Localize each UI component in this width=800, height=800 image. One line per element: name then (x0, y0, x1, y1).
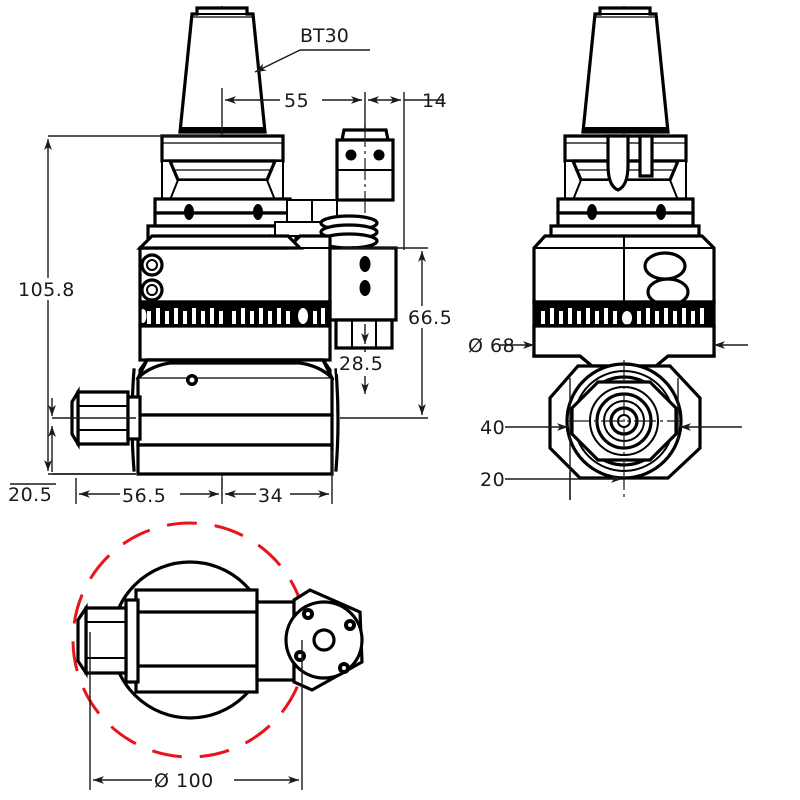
bottom-view-dimensions: Ø 100 (93, 769, 299, 792)
drive-notch (606, 134, 630, 192)
flange-center-bore (312, 628, 336, 652)
column-screw-upper (359, 256, 371, 272)
side-view (532, 6, 716, 500)
dim-value-dia68: Ø 68 (468, 335, 515, 357)
side-set-screw-right (656, 204, 666, 220)
dim-value-34: 34 (258, 485, 283, 507)
bottom-body-rect (124, 588, 259, 694)
side-set-screw-left (587, 204, 597, 220)
coil-spring (319, 214, 379, 250)
side-scale-ticks (541, 308, 704, 325)
column-screw-lower (359, 280, 371, 296)
bt30-leader: BT30 (254, 25, 370, 73)
block-hole-left (345, 149, 357, 161)
dim-value-55: 55 (284, 90, 309, 112)
dim-value-14: 14 (422, 90, 447, 112)
dim-value-56-5: 56.5 (122, 485, 166, 507)
dim-value-20: 20 (480, 469, 505, 491)
side-view-dimensions: Ø 68 40 20 (468, 335, 748, 500)
graduated-scale-band (138, 300, 332, 328)
dim-value-dia100: Ø 100 (154, 770, 214, 792)
dim-value-40: 40 (480, 417, 505, 439)
bottom-collet-nut (76, 602, 128, 679)
bottom-view (71, 521, 364, 790)
side-slot-upper (643, 251, 687, 281)
side-main-body (532, 234, 716, 307)
dim-value-28-5: 28.5 (339, 353, 383, 375)
main-body-upper (136, 234, 332, 304)
lever-linkage (261, 199, 379, 258)
front-view-dimensions: 55 14 BT30 105.8 66.5 28.5 20. (8, 25, 458, 507)
dim-value-66-5: 66.5 (408, 307, 452, 329)
dim-value-105-8: 105.8 (18, 279, 75, 301)
side-lower-body (532, 324, 716, 486)
scale-ticks (139, 308, 325, 324)
side-bt30-taper-shank (581, 6, 670, 134)
dim-value-20-5: 20.5 (8, 484, 52, 506)
block-hole-right (373, 149, 385, 161)
side-v-flange-assembly (549, 134, 701, 244)
bt30-label: BT30 (300, 25, 349, 47)
rotating-head-body (130, 324, 340, 476)
side-graduated-band (532, 300, 716, 328)
v-flange-assembly (146, 134, 298, 244)
right-column (328, 246, 398, 350)
bottom-output-flange (255, 588, 364, 692)
